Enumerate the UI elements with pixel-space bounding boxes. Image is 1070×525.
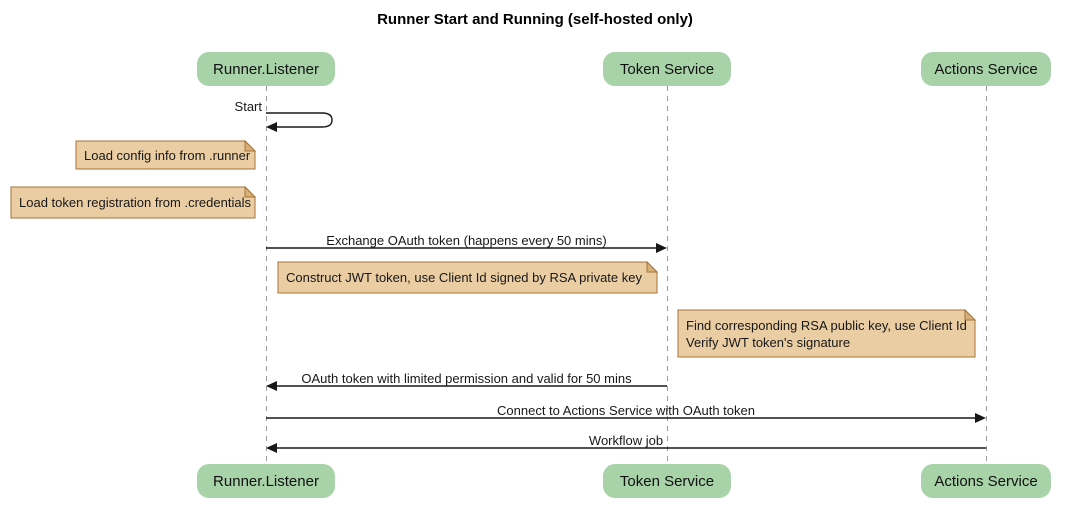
note-line: Find corresponding RSA public key, use C…	[686, 317, 967, 333]
message-label-oauth-token-return: OAuth token with limited permission and …	[301, 371, 632, 386]
note-fold-icon	[646, 260, 659, 273]
message-label-exchange-oauth: Exchange OAuth token (happens every 50 m…	[326, 233, 607, 248]
note-load-token-shape	[10, 186, 256, 219]
message-label-connect-actions: Connect to Actions Service with OAuth to…	[497, 403, 755, 418]
arrowhead	[656, 243, 667, 253]
note-line: Load config info from .runner	[84, 147, 251, 163]
note-find-rsa-key: Find corresponding RSA public key, use C…	[686, 310, 968, 357]
note-load-config: Load config info from .runner	[84, 141, 251, 169]
note-line: Verify JWT token's signature	[686, 334, 851, 350]
note-fold-icon	[244, 185, 257, 198]
self-message-start-arrow	[266, 112, 333, 132]
arrowhead	[266, 381, 277, 391]
arrowhead	[975, 413, 986, 423]
note-line: Construct JWT token, use Client Id signe…	[286, 270, 642, 285]
participant-actions-service-bottom: Actions Service	[921, 464, 1051, 498]
participant-token-service-bottom: Token Service	[603, 464, 731, 498]
message-arrow-workflow-job	[266, 443, 986, 453]
participant-token-service-top: Token Service	[603, 52, 731, 86]
participant-runner-listener-top: Runner.Listener	[197, 52, 335, 86]
note-fold-icon	[964, 308, 977, 321]
participant-actions-service-top: Actions Service	[921, 52, 1051, 86]
note-construct-jwt-shape	[277, 261, 658, 294]
arrowhead	[266, 122, 277, 132]
message-arrow-exchange-oauth	[266, 243, 667, 253]
note-find-rsa-shape	[677, 309, 976, 358]
message-arrow-oauth-token-return	[266, 381, 667, 391]
message-label-start: Start	[234, 99, 262, 114]
note-load-config-shape	[75, 140, 256, 170]
message-label-workflow-job: Workflow job	[588, 433, 664, 448]
diagram-title: Runner Start and Running (self-hosted on…	[377, 11, 693, 28]
note-construct-jwt: Construct JWT token, use Client Id signe…	[286, 262, 650, 293]
note-shapes	[10, 139, 977, 358]
note-line: Load token registration from .credential…	[19, 195, 251, 210]
note-fold-icon	[244, 139, 257, 152]
lifelines	[266, 86, 987, 464]
arrowhead	[266, 443, 277, 453]
participant-runner-listener-bottom: Runner.Listener	[197, 464, 335, 498]
note-load-token-registration: Load token registration from .credential…	[19, 187, 251, 218]
message-arrow-connect-actions	[266, 413, 986, 423]
